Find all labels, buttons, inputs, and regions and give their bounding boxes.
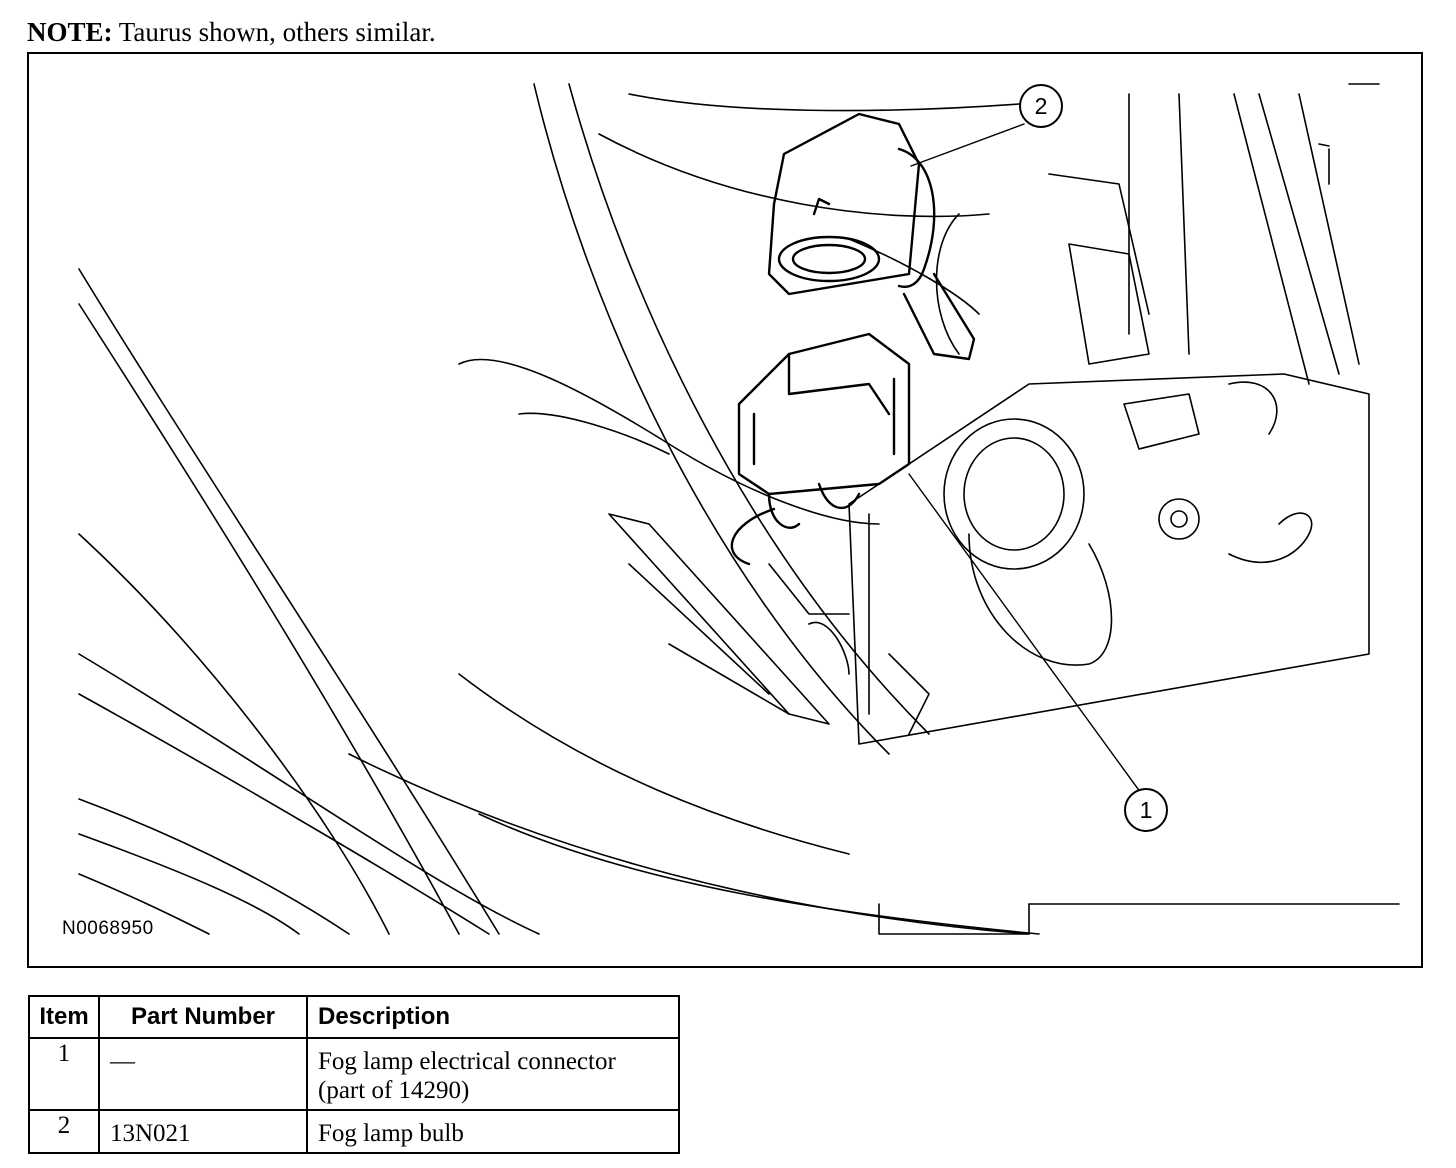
fog-lamp-bulb-drawing [767, 112, 976, 361]
note-label: NOTE: [27, 17, 113, 47]
cell-part-number: 13N021 [98, 1109, 308, 1154]
description-line: (part of 14290) [318, 1077, 470, 1104]
table-row: 1 — Fog lamp electrical connector (part … [28, 1037, 680, 1111]
figure-id: N0068950 [62, 918, 154, 939]
table-header-row: Item Part Number Description [28, 995, 680, 1039]
fog-lamp-connector-drawing [730, 332, 911, 566]
description-line: Fog lamp electrical connector [318, 1048, 616, 1075]
cell-description: Fog lamp bulb [306, 1109, 680, 1154]
leader-lines [908, 123, 1147, 801]
header-description: Description [306, 995, 680, 1039]
table-row: 2 13N021 Fog lamp bulb [28, 1109, 680, 1154]
callout-2: 2 [1019, 84, 1063, 128]
callout-1-label: 1 [1139, 796, 1153, 823]
header-item: Item [28, 995, 100, 1039]
cell-item: 1 [28, 1037, 100, 1111]
note-text: Taurus shown, others similar. [118, 17, 436, 47]
parts-table: Item Part Number Description 1 — Fog lam… [28, 995, 680, 1154]
diagram-figure: 1 2 N0068950 [27, 52, 1423, 968]
cell-part-number: — [98, 1037, 308, 1111]
note: NOTE: Taurus shown, others similar. [27, 14, 436, 50]
callout-1: 1 [1124, 788, 1168, 832]
cell-description: Fog lamp electrical connector (part of 1… [306, 1037, 680, 1111]
fog-lamp-illustration [78, 83, 1400, 935]
header-part-number: Part Number [98, 995, 308, 1039]
cell-item: 2 [28, 1109, 100, 1154]
grille-bracket [458, 358, 930, 735]
callout-2-label: 2 [1034, 92, 1048, 119]
description-line: Fog lamp bulb [318, 1120, 464, 1147]
bumper-fascia-lines [78, 83, 1400, 935]
